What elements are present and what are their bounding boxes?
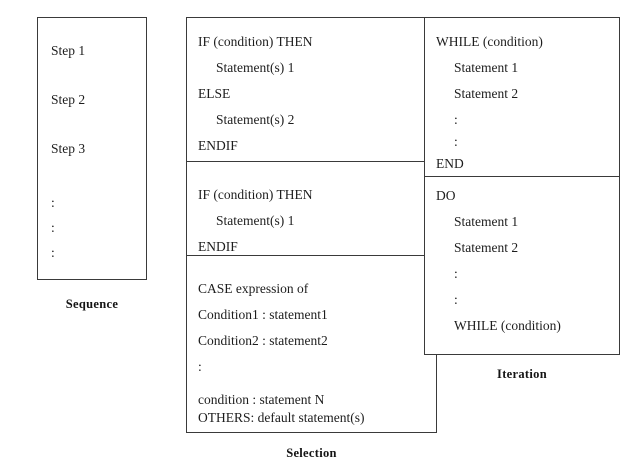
if-then-else-line-1: IF (condition) THEN xyxy=(198,34,313,49)
selection-caption: Selection xyxy=(286,446,337,460)
do-while-ellipsis-1: : xyxy=(454,266,458,281)
iteration-block-while: WHILE (condition) Statement 1 Statement … xyxy=(425,18,619,176)
case-line-others: OTHERS: default statement(s) xyxy=(198,410,365,425)
if-then-else-line-2: Statement(s) 1 xyxy=(216,60,295,75)
case-line-3: Condition2 : statement2 xyxy=(198,333,328,348)
iteration-block-do-while: DO Statement 1 Statement 2 : : WHILE (co… xyxy=(425,176,619,356)
while-line-3: Statement 2 xyxy=(454,86,519,101)
if-then-else-line-4: Statement(s) 2 xyxy=(216,112,295,127)
sequence-line-2: Step 2 xyxy=(51,92,86,107)
sequence-ellipsis-1: : xyxy=(51,195,55,210)
selection-box: IF (condition) THEN Statement(s) 1 ELSE … xyxy=(186,17,437,433)
case-ellipsis: : xyxy=(198,359,202,374)
while-ellipsis-1: : xyxy=(454,112,458,127)
iteration-caption: Iteration xyxy=(497,367,547,381)
do-while-line-condition: WHILE (condition) xyxy=(454,318,561,333)
selection-block-case: CASE expression of Condition1 : statemen… xyxy=(187,255,436,434)
sequence-caption: Sequence xyxy=(65,297,119,311)
do-while-line-2: Statement 1 xyxy=(454,214,519,229)
iteration-box: WHILE (condition) Statement 1 Statement … xyxy=(424,17,620,355)
sequence-line-1: Step 1 xyxy=(51,43,86,58)
case-line-2: Condition1 : statement1 xyxy=(198,307,328,322)
selection-block-if-then: IF (condition) THEN Statement(s) 1 ENDIF xyxy=(187,161,436,255)
while-line-end: END xyxy=(436,156,464,171)
if-then-line-2: Statement(s) 1 xyxy=(216,213,295,228)
do-while-line-3: Statement 2 xyxy=(454,240,519,255)
sequence-line-3: Step 3 xyxy=(51,141,86,156)
case-line-1: CASE expression of xyxy=(198,281,309,296)
if-then-else-line-3: ELSE xyxy=(198,86,231,101)
sequence-box: Step 1 Step 2 Step 3 : : : xyxy=(37,17,147,280)
sequence-ellipsis-3: : xyxy=(51,245,55,260)
while-line-2: Statement 1 xyxy=(454,60,519,75)
while-ellipsis-2: : xyxy=(454,134,458,149)
if-then-else-line-5: ENDIF xyxy=(198,138,238,153)
case-line-n: condition : statement N xyxy=(198,392,325,407)
selection-block-if-then-else: IF (condition) THEN Statement(s) 1 ELSE … xyxy=(187,18,436,161)
while-line-1: WHILE (condition) xyxy=(436,34,543,49)
if-then-line-3: ENDIF xyxy=(198,239,238,254)
do-while-ellipsis-2: : xyxy=(454,292,458,307)
sequence-ellipsis-2: : xyxy=(51,220,55,235)
if-then-line-1: IF (condition) THEN xyxy=(198,187,313,202)
do-while-line-1: DO xyxy=(436,188,456,203)
